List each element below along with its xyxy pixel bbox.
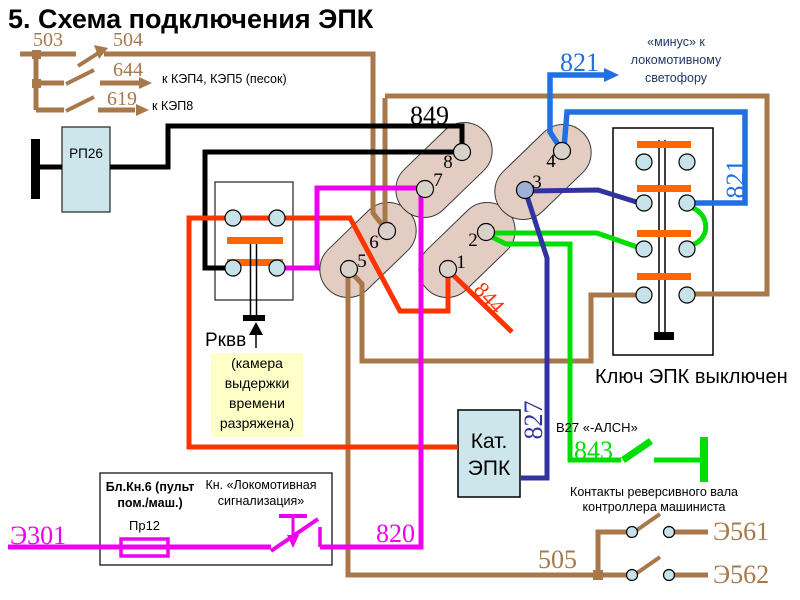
junction-dot [32, 79, 41, 88]
page-title: 5. Схема подключения ЭПК [8, 4, 374, 34]
wire-label-849: 849 [410, 101, 449, 130]
key-state-label: Ключ ЭПК выключен [595, 366, 788, 388]
pin-label-6: 6 [369, 232, 379, 253]
fuse-pr12-symbol [119, 537, 170, 558]
arrowhead-icon [139, 77, 152, 89]
switch-blade-644 [65, 68, 95, 86]
wire-label-e561: Э561 [713, 517, 770, 546]
wire-label-821-top: 821 [560, 48, 599, 77]
black-wires [40, 123, 465, 271]
note-minus-to-signal: «минус» к локомотивному светофору [630, 35, 722, 85]
kat-epk-label: Кат. ЭПК [467, 430, 511, 480]
navy-wires [521, 187, 644, 481]
magenta-wires [8, 185, 424, 550]
key-handle [654, 332, 674, 340]
pin-label-7: 7 [433, 170, 443, 191]
contact-bar [227, 259, 283, 266]
wire-844 [448, 270, 514, 334]
pin-5-circle [339, 259, 359, 279]
pin-label-2: 2 [468, 230, 478, 251]
switch-blade-619 [65, 95, 95, 113]
pin-3-circle [515, 180, 535, 200]
wire-label-821-side: 821 [721, 159, 750, 199]
b27-label: В27 «-АЛСН» [556, 420, 638, 435]
pin-label-8: 8 [443, 152, 453, 173]
note-reversor: Контакты реверсивного вала контроллера м… [570, 485, 738, 514]
wire-label-827: 827 [519, 400, 548, 440]
junction-dot [32, 50, 41, 59]
rp26-label: РП26 [69, 146, 103, 161]
wire-label-619: 619 [107, 88, 137, 110]
rp26-relay [31, 126, 111, 213]
pin-label-1: 1 [456, 252, 466, 273]
pushbutton-symbol [269, 514, 322, 553]
arrowhead-icon [604, 68, 619, 82]
pin-8-circle [452, 142, 472, 162]
pin-4-circle [552, 141, 572, 161]
epk-key-switch [612, 127, 714, 356]
ground-bar [31, 139, 40, 199]
arrowhead-icon [136, 104, 149, 116]
rkvv-note: (камера выдержки времени разряжена) [211, 353, 303, 437]
terminal-circles [224, 153, 696, 582]
contact-bar [227, 237, 283, 244]
pin-2-circle [476, 222, 496, 242]
connector-pin-circles [339, 141, 572, 279]
wire-label-820: 820 [376, 519, 415, 548]
rp26-box [61, 126, 111, 213]
brown-wires [20, 50, 770, 578]
kat-epk-box [457, 409, 521, 498]
wire-label-503: 503 [33, 29, 63, 51]
wire-label-504: 504 [113, 29, 143, 51]
blkn6-box [99, 472, 333, 566]
pin-label-5: 5 [357, 251, 367, 272]
pin-7-circle [415, 179, 435, 199]
wire-label-e562: Э562 [713, 560, 770, 589]
switch-blade-b27 [621, 438, 653, 463]
terminal-bar-b27 [700, 437, 708, 482]
switch-blade-e561 [635, 512, 662, 532]
red-wires [186, 215, 514, 450]
pin-6-circle [377, 221, 397, 241]
pointer-arrow-icon [249, 322, 263, 335]
wire-label-e301: Э301 [10, 521, 67, 550]
rkvv-relay [214, 181, 294, 348]
arrowhead-icon [94, 45, 108, 59]
pr12-label: Пр12 [129, 518, 161, 533]
button-arrow-icon [287, 535, 299, 548]
blue-wires [547, 72, 748, 206]
pin-1-circle [438, 259, 458, 279]
switch-blade-e562 [635, 555, 662, 575]
junction-dot [593, 570, 603, 580]
switch-blade-503-504 [76, 50, 102, 68]
wire-label-505: 505 [538, 545, 577, 574]
note-kep45: к КЭП4, КЭП5 (песок) [162, 72, 287, 86]
wire-label-843: 843 [574, 436, 613, 465]
pin-label-3: 3 [532, 172, 542, 193]
armature-bar [243, 315, 265, 321]
wire-label-644: 644 [113, 59, 143, 81]
kn-signal-label: Кн. «Локомотивная сигнализация» [205, 478, 317, 508]
blkn6-label: Бл.Кн.6 (пульт пом./маш.) [105, 480, 195, 510]
rkvv-label: Рквв [205, 330, 247, 351]
pin-label-4: 4 [546, 151, 556, 172]
brown-arrows-and-dots [32, 45, 603, 580]
note-kep8: к КЭП8 [152, 99, 194, 113]
